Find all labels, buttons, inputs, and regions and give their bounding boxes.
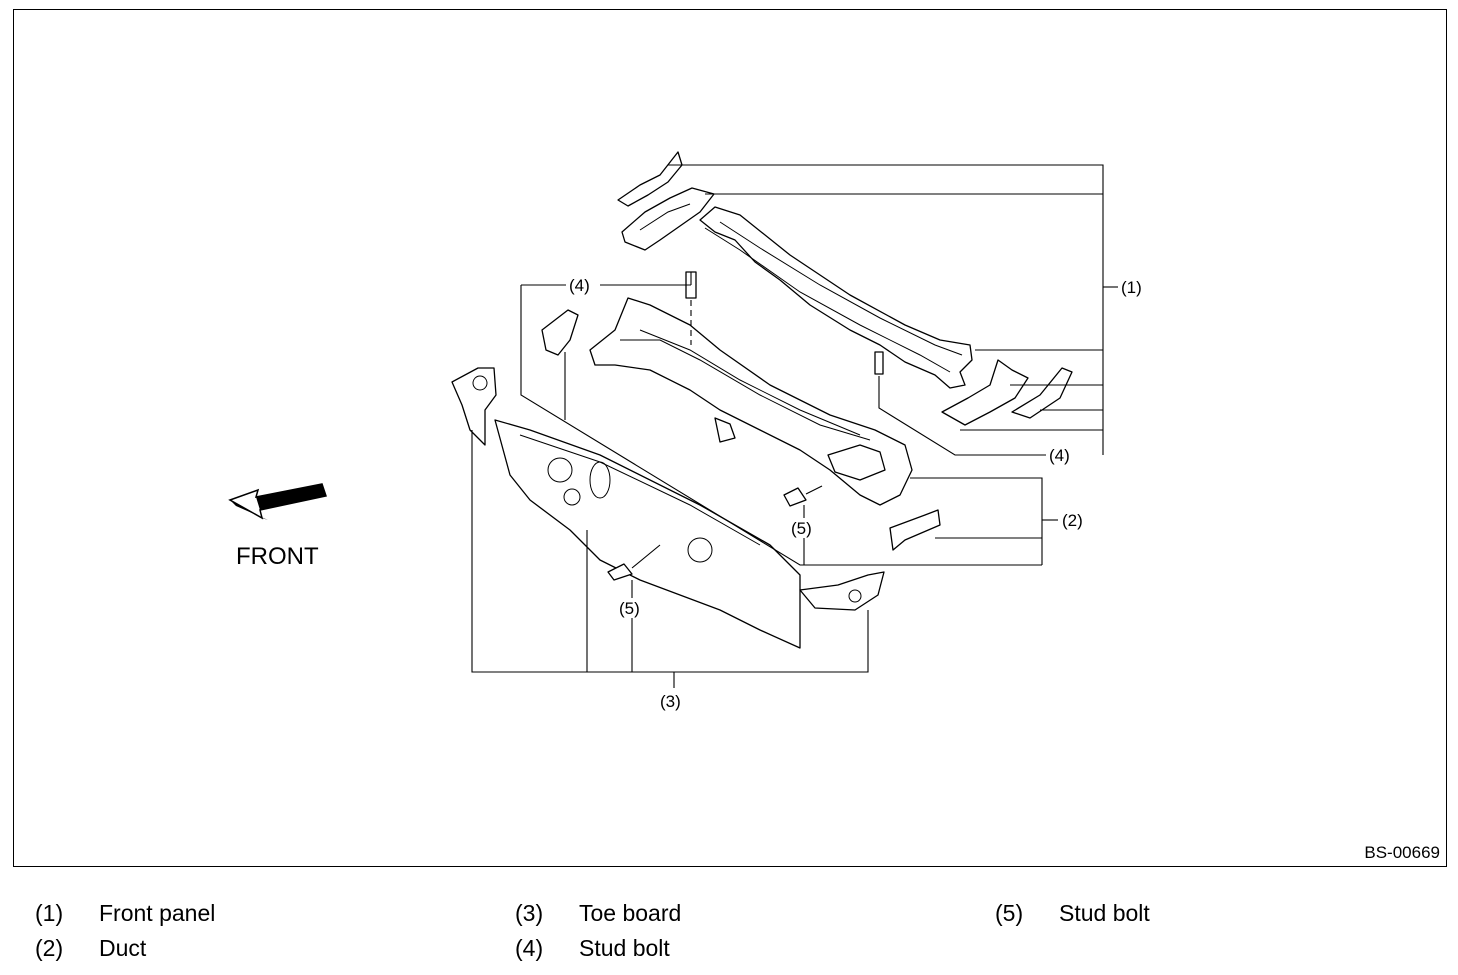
toe-board-part [451,309,885,649]
legend-text: Toe board [579,900,682,926]
diagram-frame [13,9,1447,867]
front-panel-part [617,151,1073,426]
callout-4-right: (4) [1049,446,1070,465]
callout-5-upper: (5) [791,519,812,538]
legend-text: Duct [99,935,147,961]
front-direction-arrow-icon [228,483,327,520]
legend-number: (2) [35,935,64,961]
legend-number: (1) [35,900,64,926]
callout-2: (2) [1062,511,1083,530]
duct-part [589,271,941,551]
callout-4-left: (4) [569,276,590,295]
legend-number: (4) [515,935,544,961]
legend-number: (3) [515,900,544,926]
callout-3: (3) [660,692,681,711]
leader-lines [471,164,1118,688]
legend-text: Stud bolt [1059,900,1150,926]
legend-text: Front panel [99,900,216,926]
legend-text: Stud bolt [579,935,670,961]
legend-number: (5) [995,900,1024,926]
callout-5-lower: (5) [619,599,640,618]
parts-legend: (1) Front panel (2) Duct (3) Toe board (… [0,896,1458,975]
front-label: FRONT [236,543,319,570]
callout-labels: (1) (2) (3) (4) (4) (5) (5) [569,276,1142,711]
callout-1: (1) [1121,278,1142,297]
figure-code: BS-00669 [1364,843,1440,862]
